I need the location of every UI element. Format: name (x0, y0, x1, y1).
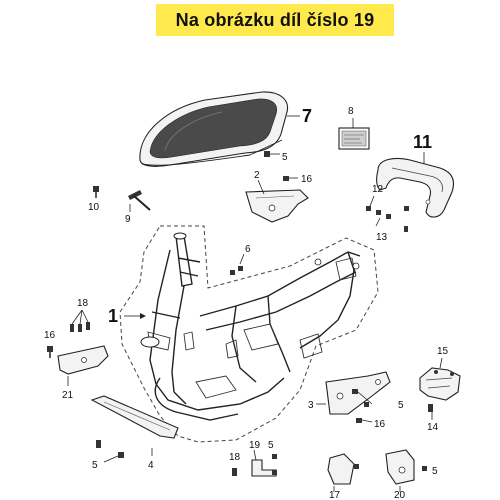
callout-6: 6 (245, 244, 251, 255)
callout-5-bottom-right: 5 (432, 466, 438, 477)
crossbar-part[interactable] (90, 395, 179, 439)
title-banner: Na obrázku díl číslo 19 (156, 4, 394, 36)
callout-12: 12 (372, 184, 384, 195)
callout-7: 7 (302, 106, 312, 126)
callout-19: 19 (249, 440, 261, 451)
label-plate-part[interactable] (338, 127, 370, 150)
callout-4: 4 (148, 460, 154, 471)
callout-18-bottom: 18 (229, 452, 241, 463)
callout-15: 15 (437, 346, 449, 357)
callout-18-left: 18 (77, 298, 89, 309)
screw-16-left[interactable] (47, 346, 53, 358)
callout-5-bottom: 5 (268, 440, 274, 451)
screws-5-right[interactable] (352, 389, 373, 423)
screw-18-bottom[interactable] (232, 468, 237, 476)
callout-3: 3 (308, 400, 314, 411)
screws-5-bottom-left[interactable] (96, 440, 124, 463)
lead-19 (253, 449, 257, 461)
screws-6[interactable] (230, 253, 245, 275)
callout-1: 1 (108, 306, 118, 326)
callout-13: 13 (376, 232, 388, 243)
callout-5-right: 5 (398, 400, 404, 411)
screw-10[interactable] (93, 186, 99, 198)
callout-14: 14 (427, 422, 439, 433)
banner-text: Na obrázku díl číslo 19 (175, 9, 375, 30)
bolt-9[interactable] (128, 190, 151, 212)
lead-15 (439, 357, 443, 369)
callout-11: 11 (413, 132, 432, 152)
callout-21: 21 (62, 390, 74, 401)
left-bracket-part[interactable] (57, 345, 109, 375)
seat-part[interactable] (139, 91, 289, 167)
callout-9: 9 (125, 214, 131, 225)
callout-2: 2 (254, 170, 260, 181)
bracket-part[interactable] (245, 189, 309, 223)
callout-17: 17 (329, 490, 341, 500)
frame-outline-dashed (119, 225, 379, 443)
callout-16-left: 16 (44, 330, 56, 341)
callout-16-top: 16 (301, 174, 313, 185)
callout-5-top: 5 (282, 152, 288, 163)
arrow-1 (140, 313, 146, 319)
screws-18-left[interactable] (70, 309, 90, 332)
screws-5-bottom[interactable] (272, 454, 427, 475)
wiring-bundle-part[interactable] (419, 367, 461, 401)
screw-16-top[interactable] (283, 176, 298, 181)
callout-16-right: 16 (374, 419, 386, 430)
cover-17-part[interactable] (327, 453, 355, 485)
callout-8: 8 (348, 106, 354, 117)
main-frame-part[interactable] (140, 232, 361, 421)
lead-2 (257, 179, 265, 195)
screws-12-13[interactable] (366, 195, 409, 232)
screw-5-top[interactable] (264, 151, 280, 157)
screw-14[interactable] (428, 404, 433, 420)
callout-5-bottom-left: 5 (92, 460, 98, 471)
grab-handle-part[interactable] (376, 157, 455, 218)
callout-10: 10 (88, 202, 100, 213)
callout-20: 20 (394, 490, 406, 500)
cover-20-part[interactable] (385, 449, 415, 485)
